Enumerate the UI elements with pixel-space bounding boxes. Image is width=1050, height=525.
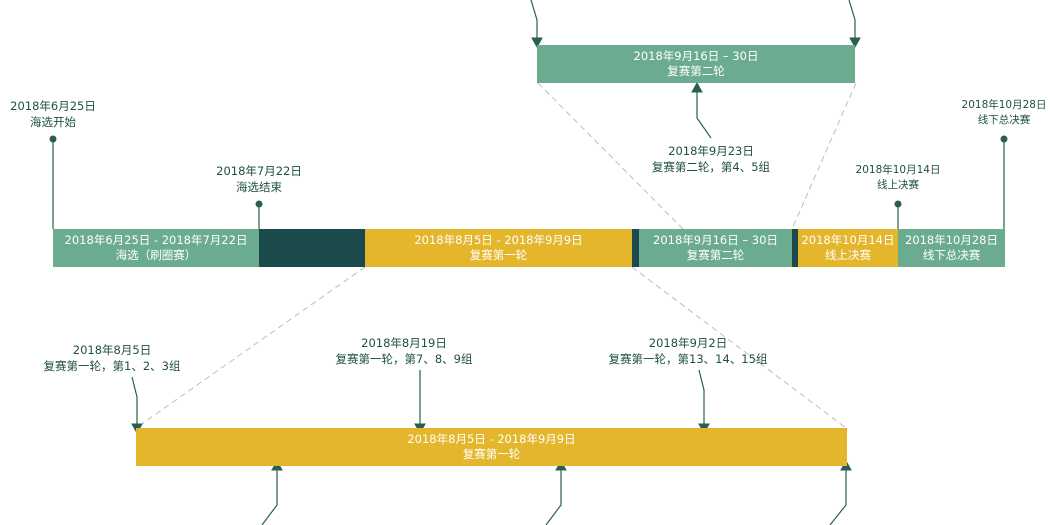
- annotation-round1-aug5: 2018年8月5日 复赛第一轮，第1、2、3组: [43, 343, 181, 373]
- main-seg-gap-2: [632, 229, 639, 267]
- annotation-round1-aug19: 2018年8月19日 复赛第一轮，第7、8、9组: [335, 336, 473, 366]
- zoom-guide-round2-left: [537, 82, 684, 230]
- main-seg-haixuan: 2018年6月25日 - 2018年7月22日 海选（刷圈赛）: [53, 229, 259, 267]
- round1-zoom-bar: 2018年8月5日 - 2018年9月9日 复赛第一轮: [136, 428, 847, 466]
- round2-zoom-bar: 2018年9月16日 – 30日 复赛第二轮: [537, 45, 855, 83]
- zoom-guide-round1-right: [631, 266, 847, 429]
- main-seg-offline-final: 2018年10月28日 线下总决赛: [898, 229, 1005, 267]
- main-seg-round2: 2018年9月16日 – 30日 复赛第二轮: [639, 229, 792, 267]
- round1-bottom-arrow-2: [545, 459, 567, 525]
- annotation-online-final: 2018年10月14日 线上决赛: [855, 164, 941, 191]
- round2-sep23-arrow: [691, 81, 712, 139]
- marker-haixuan-start: [49, 135, 57, 229]
- marker-online-final: [894, 200, 902, 229]
- zoom-guide-round1-left: [135, 266, 366, 429]
- main-seg-round1: 2018年8月5日 - 2018年9月9日 复赛第一轮: [365, 229, 632, 267]
- main-seg-gap-3: [792, 229, 798, 267]
- round2-top-right-arrow: [848, 0, 861, 49]
- round2-top-left-arrow: [530, 0, 543, 49]
- zoom-guide-round2-right: [791, 82, 857, 230]
- round1-aug5-arrow: [131, 376, 143, 435]
- annotation-haixuan-end: 2018年7月22日 海选结束: [216, 164, 302, 194]
- marker-haixuan-end: [255, 200, 263, 229]
- main-seg-gap-1: [259, 229, 365, 267]
- annotation-round1-sep2: 2018年9月2日 复赛第一轮，第13、14、15组: [608, 336, 768, 366]
- round1-sep2-arrow: [698, 369, 710, 435]
- round1-bottom-arrow-1: [261, 459, 283, 525]
- annotation-round2-sep23: 2018年9月23日 复赛第二轮，第4、5组: [651, 144, 771, 174]
- main-seg-online-final: 2018年10月14日 线上决赛: [798, 229, 898, 267]
- round1-aug19-arrow: [414, 370, 426, 435]
- annotation-haixuan-start: 2018年6月25日 海选开始: [10, 99, 96, 129]
- round1-bottom-arrow-3: [829, 459, 852, 525]
- marker-offline-final: [1000, 135, 1008, 229]
- annotation-offline-final: 2018年10月28日 线下总决赛: [961, 99, 1047, 126]
